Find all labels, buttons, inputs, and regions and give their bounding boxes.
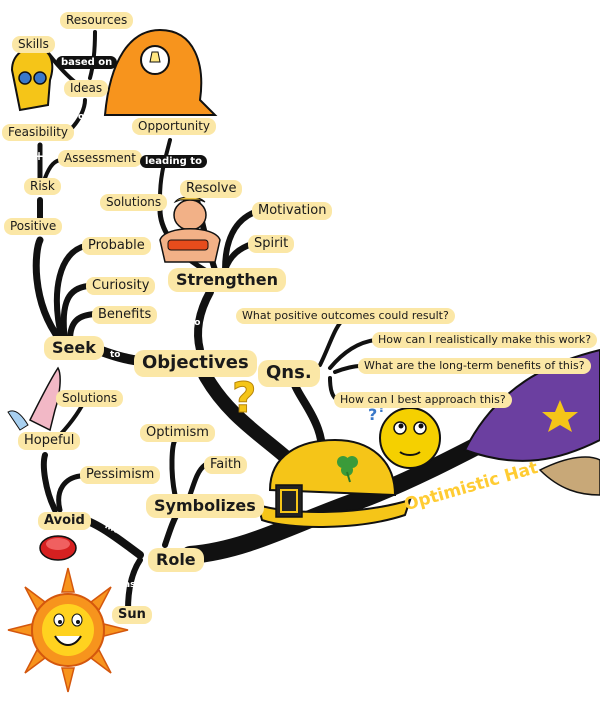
branch-ideas-resources — [88, 30, 97, 80]
node-ideas: Ideas — [64, 80, 109, 97]
node-strengthen: Strengthen — [168, 268, 287, 292]
lightbulb-face-icon — [10, 46, 54, 112]
sun-face-icon — [7, 567, 129, 693]
branch-seek-positive — [32, 236, 64, 344]
node-resolve: Resolve — [180, 180, 243, 199]
branch-objectives-strengthen — [194, 288, 214, 354]
branch-strengthen-motivation — [222, 209, 258, 273]
branch-symbolizes-faith — [187, 462, 208, 498]
praying-hands-icon — [7, 366, 61, 432]
node-resources: Resources — [60, 12, 134, 29]
node-pessimism: Pessimism — [80, 466, 161, 485]
strong-man-icon — [159, 196, 221, 263]
connector-leading-to: leading to — [140, 155, 207, 168]
node-feasibility: Feasibility — [2, 124, 74, 141]
question-1: What positive outcomes could result? — [236, 308, 455, 324]
branch-qns-q2 — [328, 338, 377, 370]
connector-plus: + — [34, 149, 45, 163]
connector-based-on: based on — [56, 56, 118, 69]
node-symbolizes: Symbolizes — [146, 494, 264, 518]
branch-avoid-hopeful — [40, 452, 58, 513]
node-curiosity: Curiosity — [86, 277, 156, 296]
question-3: What are the long-term benefits of this? — [358, 358, 591, 374]
node-qns: Qns. — [258, 360, 320, 387]
question-2: How can I realistically make this work? — [372, 332, 598, 348]
connector-of: of — [78, 112, 89, 122]
wizard-hat-icon — [463, 348, 600, 496]
node-motivation: Motivation — [252, 202, 333, 221]
node-hopeful: Hopeful — [18, 432, 81, 451]
thinking-smiley-icon: ? ? — [368, 401, 441, 469]
node-solutions-left: Solutions — [56, 390, 124, 407]
idea-head-icon — [103, 28, 218, 116]
branch-qns-q3 — [333, 364, 362, 374]
branch-symbolizes-optimism — [169, 437, 178, 498]
node-opportunity: Opportunity — [132, 118, 217, 135]
question-mark-icon: ? — [232, 373, 256, 422]
node-spirit: Spirit — [248, 235, 295, 254]
node-seek: Seek — [44, 336, 104, 360]
node-positive: Positive — [4, 218, 63, 235]
alarm-button-icon — [39, 535, 77, 561]
branch-seek-curiosity — [60, 283, 91, 343]
connector-to-seek: to — [110, 350, 121, 360]
node-objectives: Objectives — [134, 350, 257, 377]
connector-to-objectives: to — [190, 318, 201, 328]
branch-seek-probable — [53, 243, 88, 343]
branch-seek-benefits — [67, 311, 98, 343]
node-sun: Sun — [112, 606, 152, 625]
node-benefits: Benefits — [92, 306, 158, 325]
node-assessment: Assessment — [58, 150, 142, 167]
node-role: Role — [148, 548, 204, 572]
node-avoid: Avoid — [38, 512, 91, 531]
svg-text:?: ? — [378, 401, 386, 416]
node-optimism: Optimism — [140, 424, 215, 443]
svg-text:?: ? — [368, 405, 377, 424]
hard-hat-icon — [256, 438, 412, 528]
question-4: How can I best approach this? — [334, 392, 512, 408]
node-risk: Risk — [24, 178, 61, 195]
branch-positive-opportunity — [158, 138, 172, 200]
node-probable: Probable — [82, 237, 151, 256]
clover-icon — [337, 456, 358, 483]
node-skills: Skills — [12, 36, 55, 53]
node-solutions-top: Solutions — [100, 194, 168, 211]
branch-avoid-pessimism — [56, 473, 83, 513]
connector-as: as — [124, 580, 136, 590]
node-faith: Faith — [204, 456, 248, 475]
